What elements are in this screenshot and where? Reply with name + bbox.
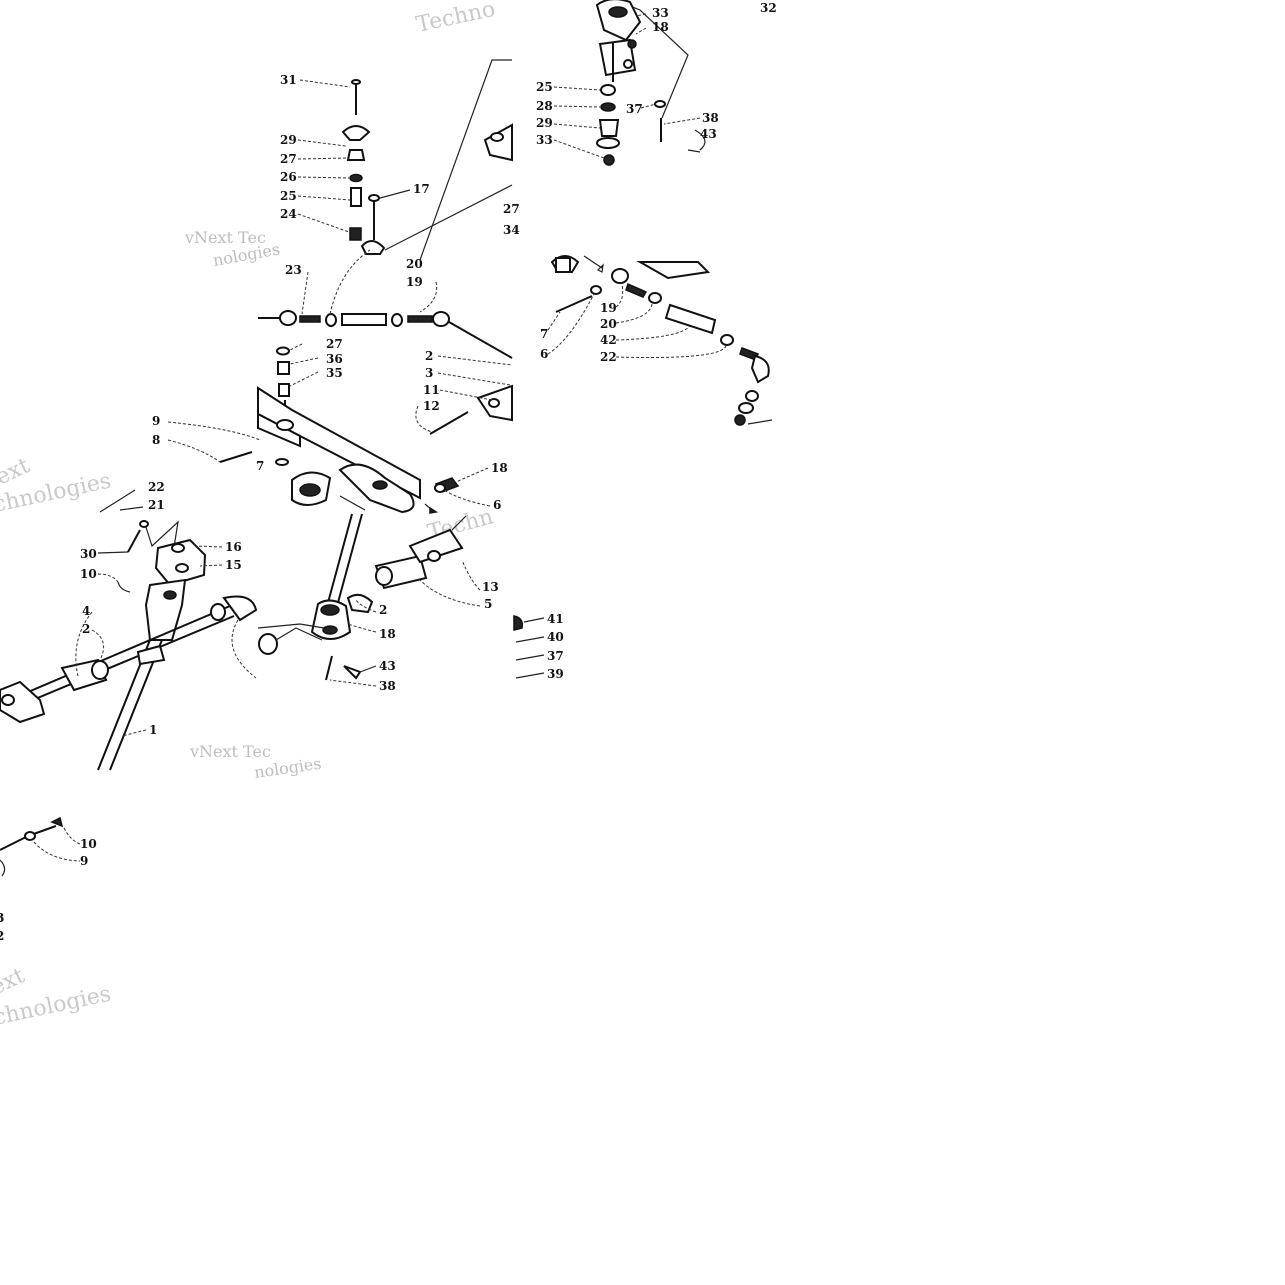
callout-label: 9 bbox=[80, 854, 88, 868]
callout-label: 13 bbox=[482, 580, 499, 594]
callout-label: 38 bbox=[379, 679, 396, 693]
watermark-text: Techno bbox=[414, 0, 497, 38]
callout-label: 42 bbox=[600, 333, 617, 347]
callout-label: 40 bbox=[547, 630, 564, 644]
callout-label: 28 bbox=[536, 99, 553, 113]
tile-top-right: 33 18 32 25 28 29 33 37 38 43 bbox=[536, 0, 777, 166]
callout-label: 39 bbox=[547, 667, 564, 681]
callout-label: 35 bbox=[326, 366, 343, 380]
callout-label: 33 bbox=[652, 6, 669, 20]
tile-lower-middle: 13 5 2 18 43 38 bbox=[257, 513, 499, 693]
callout-label: 37 bbox=[547, 649, 564, 663]
watermark-text: vNext Tec bbox=[189, 742, 271, 761]
callout-label: 7 bbox=[540, 327, 548, 341]
callout-label: 10 bbox=[80, 837, 97, 851]
callout-label: 2 bbox=[425, 349, 433, 363]
callout-label: 22 bbox=[600, 350, 617, 364]
callout-label: 41 bbox=[547, 612, 564, 626]
callout-label: 22 bbox=[148, 480, 165, 494]
callout-label: 4 bbox=[82, 604, 90, 618]
callout-label: 18 bbox=[379, 627, 396, 641]
callout-label: 2 bbox=[82, 622, 90, 636]
callout-label: 25 bbox=[536, 80, 553, 94]
callout-label: 6 bbox=[493, 498, 501, 512]
tile-lower-left: 22 21 30 10 16 15 4 2 1 bbox=[0, 480, 258, 771]
callout-label: 43 bbox=[700, 127, 717, 141]
callout-label: 5 bbox=[484, 597, 492, 611]
callout-label: 24 bbox=[280, 207, 297, 221]
callout-label: 37 bbox=[626, 102, 643, 116]
callout-label: 29 bbox=[536, 116, 553, 130]
callout-label: 32 bbox=[760, 1, 777, 15]
callout-label: 12 bbox=[423, 399, 440, 413]
callout-label: 31 bbox=[280, 73, 297, 87]
callout-label: 17 bbox=[413, 182, 430, 196]
watermarks: Techno vNext Tec nologies ext chnologies… bbox=[0, 0, 497, 1031]
callout-label: 3 bbox=[0, 911, 4, 925]
callout-label: 33 bbox=[536, 133, 553, 147]
callout-label: 7 bbox=[256, 459, 264, 473]
callout-label: 15 bbox=[225, 558, 242, 572]
callout-label: 6 bbox=[540, 347, 548, 361]
callout-label: 19 bbox=[600, 301, 617, 315]
tile-center: 27 36 35 2 3 11 12 9 8 7 18 6 bbox=[152, 337, 513, 514]
callout-label: 23 bbox=[285, 263, 302, 277]
callout-label: 2 bbox=[0, 929, 4, 943]
tile-top-middle: 31 29 27 26 25 24 17 23 20 19 27 34 bbox=[258, 59, 520, 359]
callout-label: 18 bbox=[491, 461, 508, 475]
callout-label: 43 bbox=[379, 659, 396, 673]
callout-label: 9 bbox=[152, 414, 160, 428]
callout-label: 3 bbox=[425, 366, 433, 380]
tile-lower-right: 41 40 37 39 bbox=[513, 612, 564, 681]
callout-label: 26 bbox=[280, 170, 297, 184]
callout-label: 27 bbox=[326, 337, 343, 351]
callout-label: 25 bbox=[280, 189, 297, 203]
tile-middle-right: 7 6 19 20 42 22 bbox=[540, 255, 773, 426]
callout-label: 20 bbox=[600, 317, 617, 331]
callout-label: 1 bbox=[149, 723, 157, 737]
callout-label: 8 bbox=[152, 433, 160, 447]
callout-label: 20 bbox=[406, 257, 423, 271]
callout-label: 36 bbox=[326, 352, 343, 366]
watermark-text: ext bbox=[0, 963, 29, 1000]
callout-label: 38 bbox=[702, 111, 719, 125]
callout-label: 21 bbox=[148, 498, 165, 512]
callout-label: 27 bbox=[280, 152, 297, 166]
tile-bottom-left: 10 9 3 2 bbox=[0, 816, 97, 943]
watermark-text: vNext Tec bbox=[184, 228, 266, 247]
callout-label: 34 bbox=[503, 223, 520, 237]
callout-label: 11 bbox=[423, 383, 440, 397]
callout-label: 16 bbox=[225, 540, 242, 554]
callout-label: 2 bbox=[379, 603, 387, 617]
callout-label: 27 bbox=[503, 202, 520, 216]
callout-label: 29 bbox=[280, 133, 297, 147]
callout-label: 19 bbox=[406, 275, 423, 289]
callout-label: 10 bbox=[80, 567, 97, 581]
callout-label: 18 bbox=[652, 20, 669, 34]
callout-label: 30 bbox=[80, 547, 97, 561]
